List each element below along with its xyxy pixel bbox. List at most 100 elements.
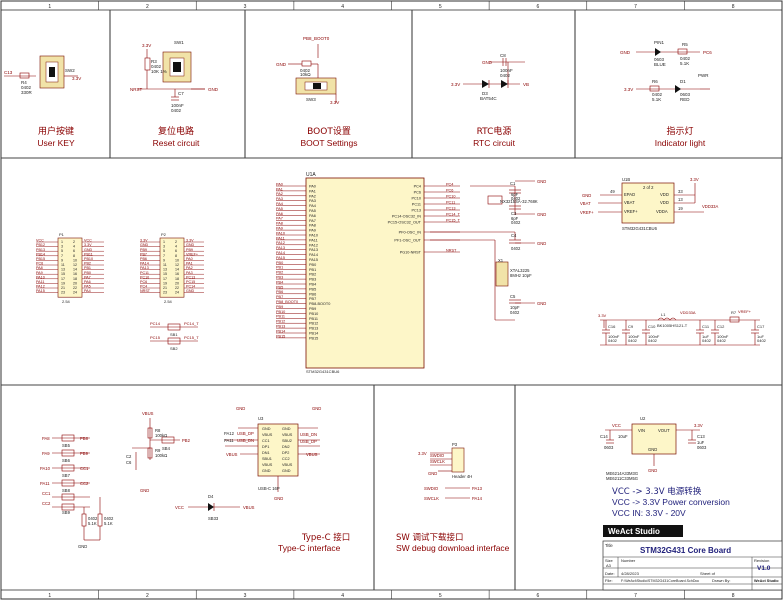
header-net-right: PA7 [84,275,91,279]
ruler-col-top: 7 [634,4,637,10]
header-net-left: PB7 [140,252,147,256]
svg-text:GND: GND [537,301,546,306]
svg-text:C5: C5 [510,294,516,299]
mcu-pin-name: PB12 [309,322,318,326]
svg-text:0402: 0402 [628,338,638,343]
svg-text:GND: GND [140,488,149,493]
svg-text:49: 49 [610,189,615,194]
mcu-net-label: PB15 [276,334,285,338]
header-net-right: PC13 [186,275,195,279]
header-pin-number: 15 [61,272,65,276]
header-net-left: PB13 [36,248,45,252]
mcu-net-label: PA14 [276,251,285,255]
svg-text:VREF+: VREF+ [738,309,752,314]
header-pin-number: 7 [163,254,165,258]
svg-text:1uF: 1uF [702,334,709,339]
indicator-title-en: Indicator light [655,138,706,148]
svg-text:C3: C3 [511,211,517,216]
mcu-net-label: PA3 [276,197,283,201]
company-logo: WeAct Studio [608,527,660,536]
mcu-pin-name: PB5 [309,287,316,291]
svg-text:GND: GND [537,212,546,217]
header-pin-number: 18 [73,277,77,281]
mcu-right-pins: PC4PC4PC6PC6PC10PC10PC11PC11PC13PC13PC14… [388,182,461,254]
svg-text:C6: C6 [126,460,132,465]
svg-text:GND: GND [282,469,291,473]
svg-text:D1: D1 [680,79,686,84]
svg-text:VDD: VDD [660,200,669,205]
header-pin-number: 21 [163,286,167,290]
file-label: File: [605,578,613,583]
svg-text:0402: 0402 [511,246,521,251]
header-pin-number: 2 [73,240,75,244]
logo-box [603,525,683,537]
svg-text:C14: C14 [600,434,608,439]
svg-text:DP1: DP1 [262,445,269,449]
header-net-right: PB9 [186,248,193,252]
header-net-left: PC11 [140,271,149,275]
header-net-left: PB9 [140,248,147,252]
header-body [159,237,185,298]
svg-text:3.3V: 3.3V [330,100,339,105]
header-net-right: PA0 [186,257,193,261]
mcu-label: U1A [306,172,316,178]
header-net-left: NRST [140,289,151,293]
header-pin-number: 10 [73,258,77,262]
svg-text:ME6214A33M3G: ME6214A33M3G [606,471,638,476]
svg-text:5.1K: 5.1K [680,61,689,66]
header-net-left: PB6 [140,257,147,261]
header-pin-number: 20 [73,281,77,285]
svg-text:0603: 0603 [654,57,665,62]
svg-text:0402: 0402 [680,56,691,61]
svg-text:VDD33A: VDD33A [702,204,718,209]
svg-text:C4: C4 [511,233,517,238]
svg-text:XTAL3225: XTAL3225 [510,268,530,273]
svg-text:D4: D4 [208,494,214,499]
sb1-name: SB1 [170,332,178,337]
header-net-left: PC10 [140,275,149,279]
header-net-left: PA8 [36,266,43,270]
mcu-net-label: PC13 [446,206,456,210]
svg-text:U2: U2 [640,416,646,421]
svg-text:VDD: VDD [660,192,669,197]
header-net-right: PC15 [186,280,195,284]
header-pin-number: 4 [175,245,177,249]
svg-text:NX3215SA-32.768K: NX3215SA-32.768K [500,199,538,204]
mcu-net-label: PB11 [276,315,285,319]
drawn-value: WeAct Studio [754,579,779,583]
svg-text:0402: 0402 [300,68,311,73]
svg-text:PA8: PA8 [42,436,50,441]
mcu-net-label: PA5 [276,207,283,211]
header-pin-number: 19 [163,281,167,285]
resistor-r3 [144,57,151,71]
svg-text:VBAT: VBAT [580,201,591,206]
svg-text:C11: C11 [702,324,710,329]
mcu-net-label: PB7 [276,295,283,299]
header-pin-number: 21 [61,286,65,290]
mcu-net-label: PA7 [276,217,283,221]
crystal-section: C1 6pF 0402 NX3215SA-32.768K C3 6pF 0402… [430,179,546,321]
header-pin-number: 7 [61,254,63,258]
resistor-r4 [19,72,30,79]
header-net-right: PA1 [186,262,193,266]
mcu-pin-name: PC10 [412,197,422,201]
mcu-net-label: PC6 [446,188,453,192]
mcu-pin-name: PB2 [309,273,316,277]
mcu-pin-name: PB7 [309,297,316,301]
ruler-col-bottom: 3 [244,593,247,599]
svg-text:3.3V: 3.3V [418,451,427,456]
mcu-net-label: PA8 [276,222,283,226]
header-pin-number: 8 [73,254,75,258]
svg-text:GND: GND [78,544,87,549]
header-pin-number: 17 [163,277,167,281]
mcu-net-label: PA12 [276,241,285,245]
header-net-right: 3.3V [186,239,194,243]
header-net-right: PB1 [84,266,91,270]
svg-text:C13: C13 [697,434,705,439]
net-label-boot0: PB8_BOOT0 [303,36,330,41]
svg-text:ME6211C33M5G: ME6211C33M5G [606,476,638,481]
header-pin-number: 22 [73,286,77,290]
mcu-pin-name: PB4 [309,283,316,287]
ruler-col-bottom: 4 [341,593,344,599]
